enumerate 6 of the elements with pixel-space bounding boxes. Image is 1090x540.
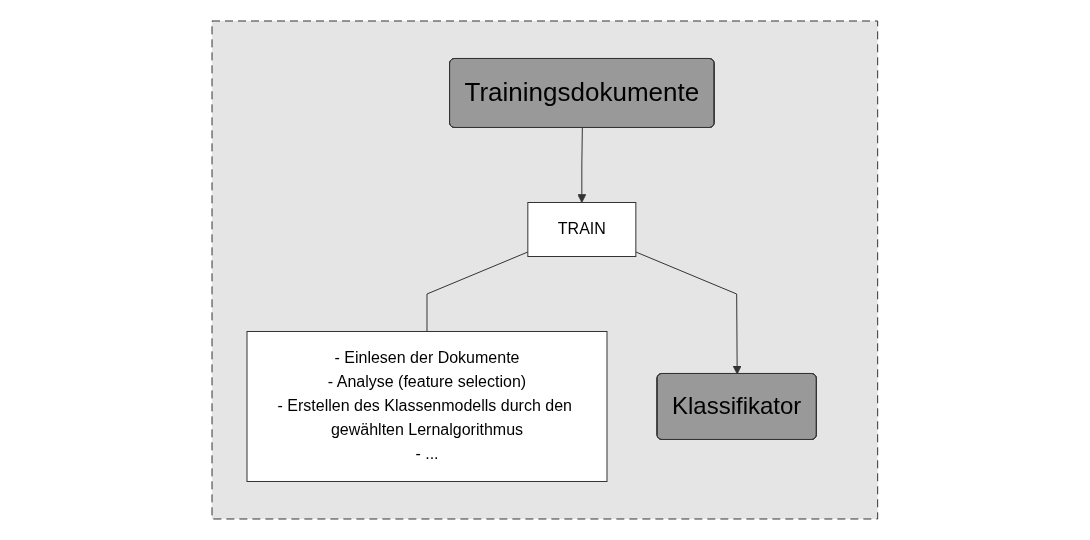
arrow [635,251,742,375]
node-box: TRAIN [527,202,637,257]
connector [426,251,529,332]
cluster [211,20,879,520]
node-box: - Einlesen der Dokumente - Analyse (feature selection) - Erstellen des Klassenmodells durch den gewählten Lernalgorithmus - ... [246,331,608,482]
arrow [577,127,587,203]
